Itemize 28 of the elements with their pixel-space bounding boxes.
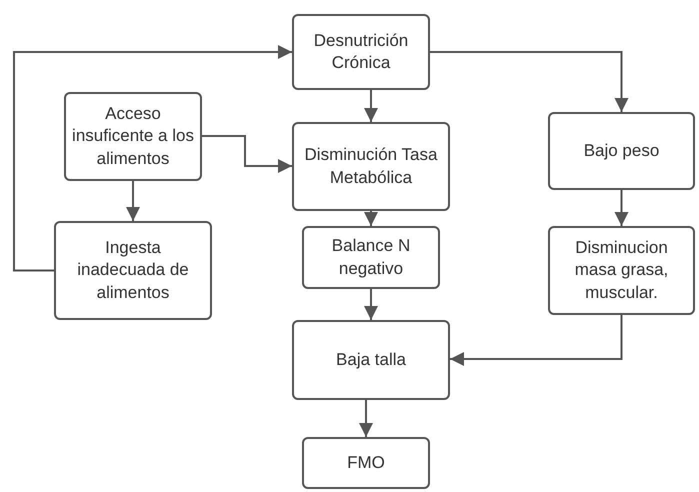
process-box bbox=[292, 122, 450, 211]
process-box bbox=[292, 14, 430, 90]
process-box bbox=[292, 320, 450, 400]
arrow bbox=[364, 289, 378, 320]
process-box bbox=[64, 92, 202, 181]
box-label: Bajo peso bbox=[584, 140, 660, 162]
arrow bbox=[614, 190, 628, 226]
box-label: Disminucion masa grasa, muscular. bbox=[574, 237, 670, 304]
arrow bbox=[202, 135, 292, 173]
process-box bbox=[54, 221, 212, 320]
arrow bbox=[430, 51, 628, 112]
box-label: Baja talla bbox=[336, 348, 406, 371]
process-box bbox=[302, 226, 440, 289]
box-label: Balance N negativo bbox=[330, 235, 412, 280]
box-label: FMO bbox=[347, 452, 385, 474]
box-label: Acceso insuficente a los alimentos bbox=[71, 103, 195, 170]
process-box bbox=[548, 226, 695, 315]
box-label: Disminución Tasa Metabólica bbox=[304, 144, 438, 188]
arrow bbox=[359, 400, 373, 437]
process-box bbox=[302, 437, 430, 489]
box-label: Desnutrición Crónica bbox=[312, 30, 410, 74]
arrow bbox=[126, 181, 140, 221]
arrow bbox=[13, 45, 292, 272]
arrow bbox=[450, 315, 622, 366]
arrow bbox=[364, 211, 378, 226]
box-label: Ingesta inadecuada de alimentos bbox=[76, 237, 190, 304]
arrow bbox=[364, 90, 378, 122]
process-box bbox=[548, 112, 695, 190]
